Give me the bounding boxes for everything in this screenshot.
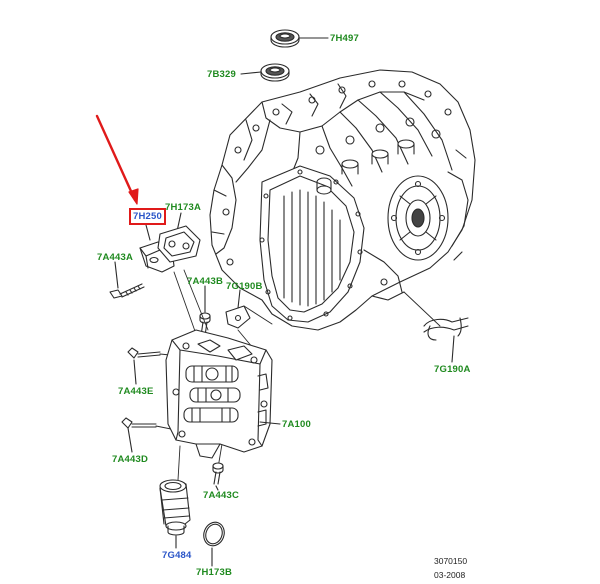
seal-7b329-part[interactable]	[260, 63, 290, 82]
leader-7a443e	[133, 359, 137, 385]
label-7a443d[interactable]: 7A443D	[112, 454, 149, 465]
label-7h250-highlighted[interactable]: 7H250	[129, 208, 166, 225]
bracket-7g190b-part[interactable]	[225, 305, 251, 329]
label-7h173b[interactable]: 7H173B	[196, 567, 233, 578]
label-7a443a[interactable]: 7A443A	[97, 252, 134, 263]
bolt-7a443e-part[interactable]	[127, 347, 161, 359]
clip-7g190a-part[interactable]	[423, 317, 469, 341]
leader-7a100	[259, 421, 281, 425]
gasket-7h173a-part[interactable]	[157, 225, 201, 263]
bolt-7a443a-part[interactable]	[109, 283, 145, 299]
label-7a443e[interactable]: 7A443E	[118, 386, 154, 397]
label-7h497[interactable]: 7H497	[330, 33, 359, 44]
solenoid-7g484-part[interactable]	[159, 479, 191, 536]
label-7a443c[interactable]: 7A443C	[203, 490, 240, 501]
o-ring-7h173b-part[interactable]	[200, 519, 227, 548]
label-7a100[interactable]: 7A100	[282, 419, 311, 430]
leader-7a443a	[114, 261, 119, 289]
diagram-reference-date: 03-2008	[434, 570, 466, 580]
leader-7a443d	[127, 427, 133, 453]
leader-7g190b	[237, 289, 241, 309]
callout-arrow	[95, 114, 139, 205]
label-7h173a[interactable]: 7H173A	[165, 202, 202, 213]
leader-7b329	[240, 71, 262, 75]
label-7g190a[interactable]: 7G190A	[434, 364, 471, 375]
label-7a443b[interactable]: 7A443B	[187, 276, 224, 287]
diagram-reference-number: 3070150	[434, 556, 468, 566]
leader-7h250	[145, 224, 151, 241]
leader-7a443c	[215, 485, 219, 491]
seal-7h497-part[interactable]	[270, 29, 300, 48]
label-7g190b[interactable]: 7G190B	[226, 281, 263, 292]
leader-7g190a	[451, 335, 455, 363]
label-7g484[interactable]: 7G484	[162, 550, 192, 561]
valve-body-7a100-part[interactable]	[165, 329, 273, 459]
bolt-7a443c-part[interactable]	[212, 462, 224, 485]
transmission-case-part	[209, 69, 476, 331]
label-7b329[interactable]: 7B329	[207, 69, 236, 80]
bolt-7a443d-part[interactable]	[121, 417, 157, 429]
